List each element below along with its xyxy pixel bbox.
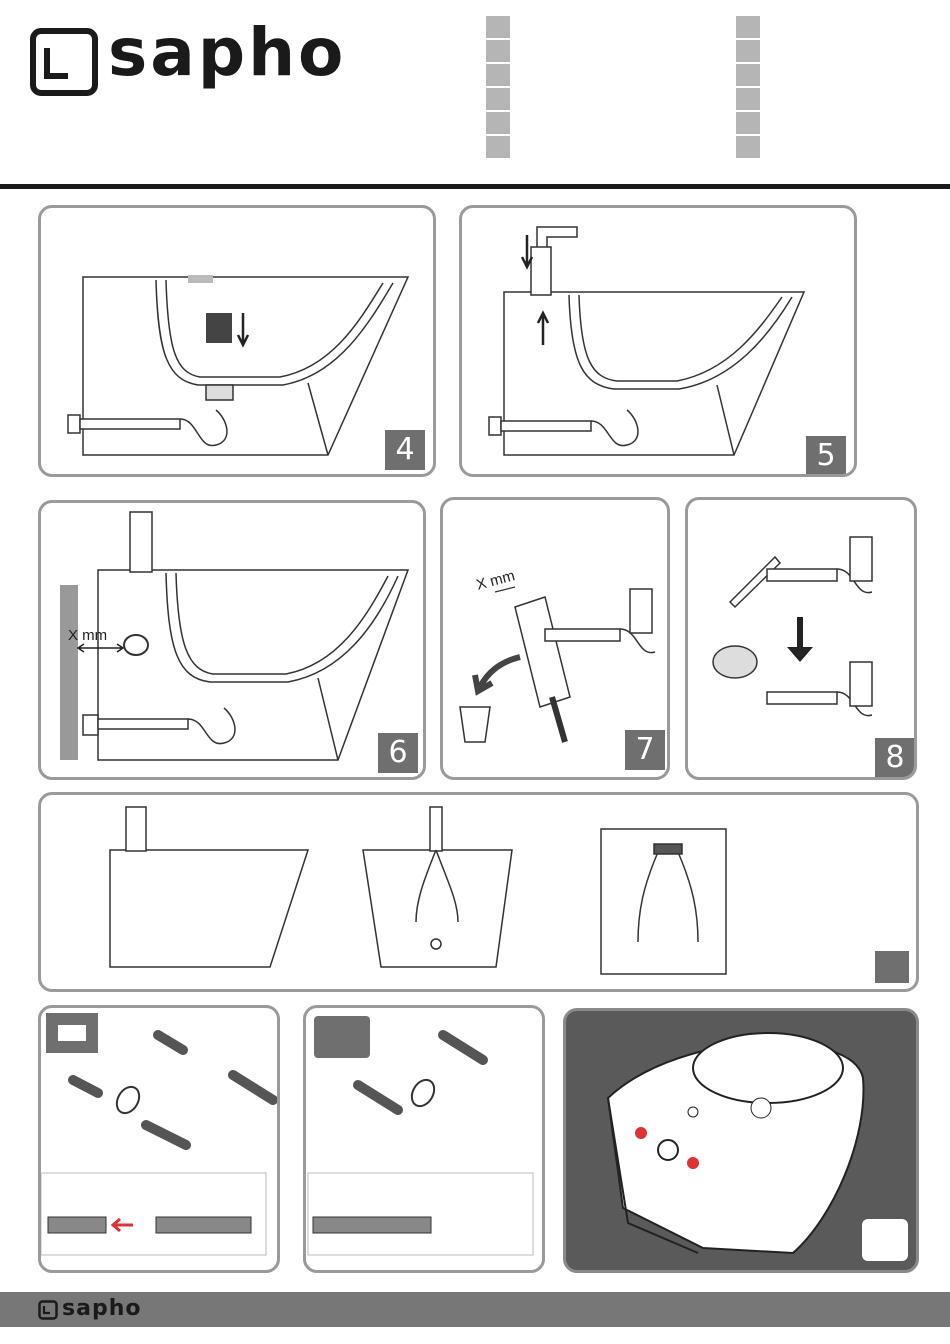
- faucet-icon: [130, 512, 152, 572]
- icon-badge: [862, 1219, 908, 1261]
- lubricant-icon: [713, 646, 757, 678]
- language-markers-2: [736, 16, 760, 160]
- faucet-icon: [531, 247, 551, 295]
- header-divider: [0, 184, 950, 189]
- footer-logo-icon: [38, 1300, 58, 1320]
- header: sapho: [0, 0, 950, 190]
- arrow-icon: [475, 657, 520, 691]
- bidet-section-drawing: [38, 205, 436, 477]
- step-number-9: [875, 951, 909, 983]
- language-markers-1: [486, 16, 510, 160]
- footer-brand: sapho: [62, 1296, 141, 1321]
- down-arrow-icon: [787, 617, 813, 662]
- step-7-panel: X mm 7: [440, 497, 670, 780]
- step-number-8: 8: [875, 738, 915, 778]
- step-6-panel: X mm 6: [38, 500, 426, 780]
- step-9-panel: [38, 792, 919, 992]
- step-number-7: 7: [625, 730, 665, 770]
- faucet-connection-drawing: [38, 792, 919, 992]
- bidet-faucet-install-drawing: [459, 205, 857, 477]
- step-4-panel: 4: [38, 205, 436, 477]
- mount-panel-b: [303, 1005, 545, 1273]
- step-number-4: 4: [385, 430, 425, 470]
- mount-panel-a: [38, 1005, 280, 1273]
- drain-plug-icon: [206, 313, 232, 343]
- distance-label: X mm: [68, 627, 107, 644]
- mounting-bolts-drawing: [38, 1005, 280, 1273]
- step-number-5: 5: [806, 436, 846, 476]
- mounting-bolts-drawing: [303, 1005, 545, 1273]
- step-8-panel: 8: [685, 497, 917, 780]
- brand-wordmark: sapho: [108, 14, 346, 91]
- waste-bin-icon: [460, 707, 490, 742]
- step-number-6: 6: [378, 733, 418, 773]
- step-5-panel: 5: [459, 205, 857, 477]
- footer-bar: sapho: [0, 1292, 950, 1327]
- bidet-perspective-panel: [563, 1008, 919, 1273]
